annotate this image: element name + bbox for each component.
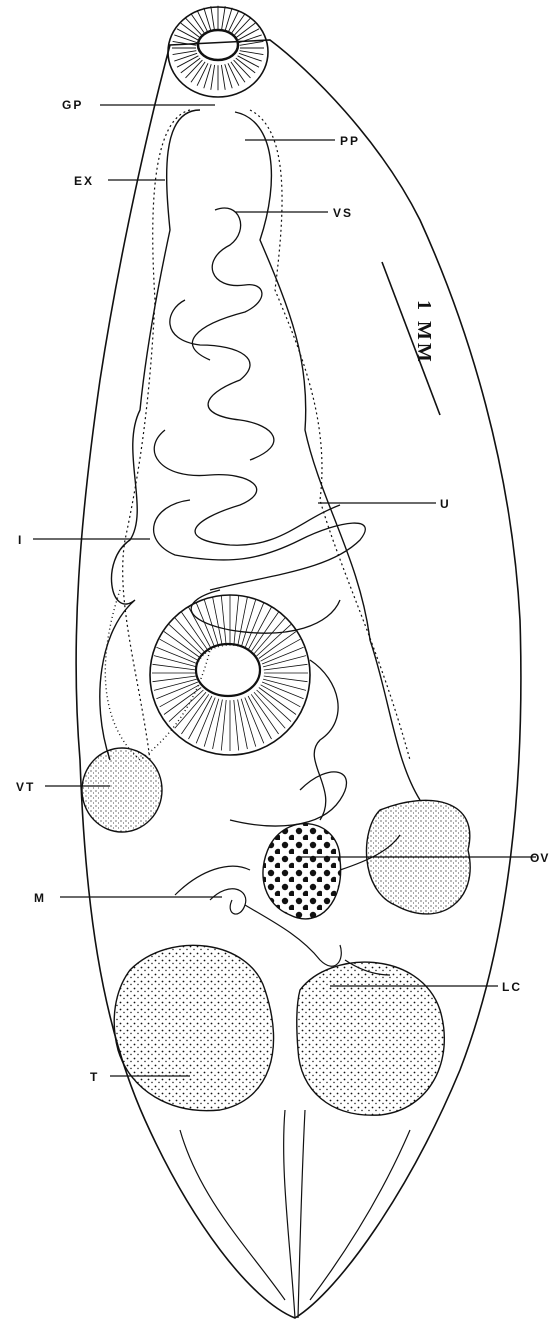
sucker-fibre xyxy=(181,612,208,652)
sucker-fibre xyxy=(257,690,291,722)
sucker-fibre xyxy=(213,700,223,750)
sucker-fibre xyxy=(174,35,197,43)
sucker-fibre xyxy=(197,63,208,85)
sucker-fibre xyxy=(204,64,211,88)
label-m: M xyxy=(34,891,46,905)
testis-left xyxy=(114,945,273,1110)
sucker-fibre xyxy=(234,700,239,751)
label-pp: PP xyxy=(340,134,360,148)
vitellaria-left xyxy=(82,748,162,832)
sucker-fibre xyxy=(238,700,248,750)
label-t: T xyxy=(90,1070,99,1084)
sucker-fibre xyxy=(254,692,285,728)
sucker-fibre xyxy=(251,694,278,734)
sucker-fibre xyxy=(211,65,215,90)
sucker-fibre xyxy=(228,10,239,32)
leader-lines xyxy=(33,105,536,1076)
scale-bar: 1 MM xyxy=(382,262,440,415)
sucker-fibre xyxy=(238,597,248,647)
sucker-fibre xyxy=(213,597,223,647)
sucker-fibre xyxy=(211,6,215,31)
oral-sucker xyxy=(168,6,268,97)
label-i: I xyxy=(18,533,23,547)
sucker-fibre xyxy=(225,64,232,88)
ventral-sucker xyxy=(150,595,310,755)
label-ex: EX xyxy=(74,174,94,188)
label-gp: GP xyxy=(62,98,83,112)
label-ov: OV xyxy=(530,851,549,865)
sucker-fibre xyxy=(240,51,264,55)
sucker-fibre xyxy=(175,692,206,728)
sucker-fibre xyxy=(221,6,225,31)
sucker-fibre xyxy=(181,694,208,734)
sucker-fibre xyxy=(174,53,197,61)
sucker-fibre xyxy=(204,8,211,32)
sucker-fibre xyxy=(221,596,226,647)
testis-right xyxy=(297,962,445,1115)
sucker-fibre xyxy=(251,612,278,652)
sucker-fibre xyxy=(254,618,285,654)
sucker-fibre xyxy=(221,700,226,751)
label-lc: LC xyxy=(502,980,522,994)
sucker-fibre xyxy=(257,624,291,656)
sucker-fibre xyxy=(228,63,239,85)
sucker-fibre xyxy=(234,596,239,647)
sucker-fibre xyxy=(197,10,208,32)
ovary xyxy=(263,824,341,919)
label-vt: VT xyxy=(16,780,35,794)
sucker-fibre xyxy=(225,8,232,32)
scale-bar-label: 1 MM xyxy=(413,300,435,365)
body-outline xyxy=(76,40,521,1318)
sucker-fibre xyxy=(173,51,197,55)
label-u: U xyxy=(440,497,451,511)
sucker-fibre xyxy=(169,690,203,722)
sucker-fibre xyxy=(239,53,262,61)
sucker-fibre xyxy=(169,624,203,656)
sucker-fibre xyxy=(175,618,206,654)
label-vs: VS xyxy=(333,206,353,220)
sucker-fibre xyxy=(221,65,225,90)
